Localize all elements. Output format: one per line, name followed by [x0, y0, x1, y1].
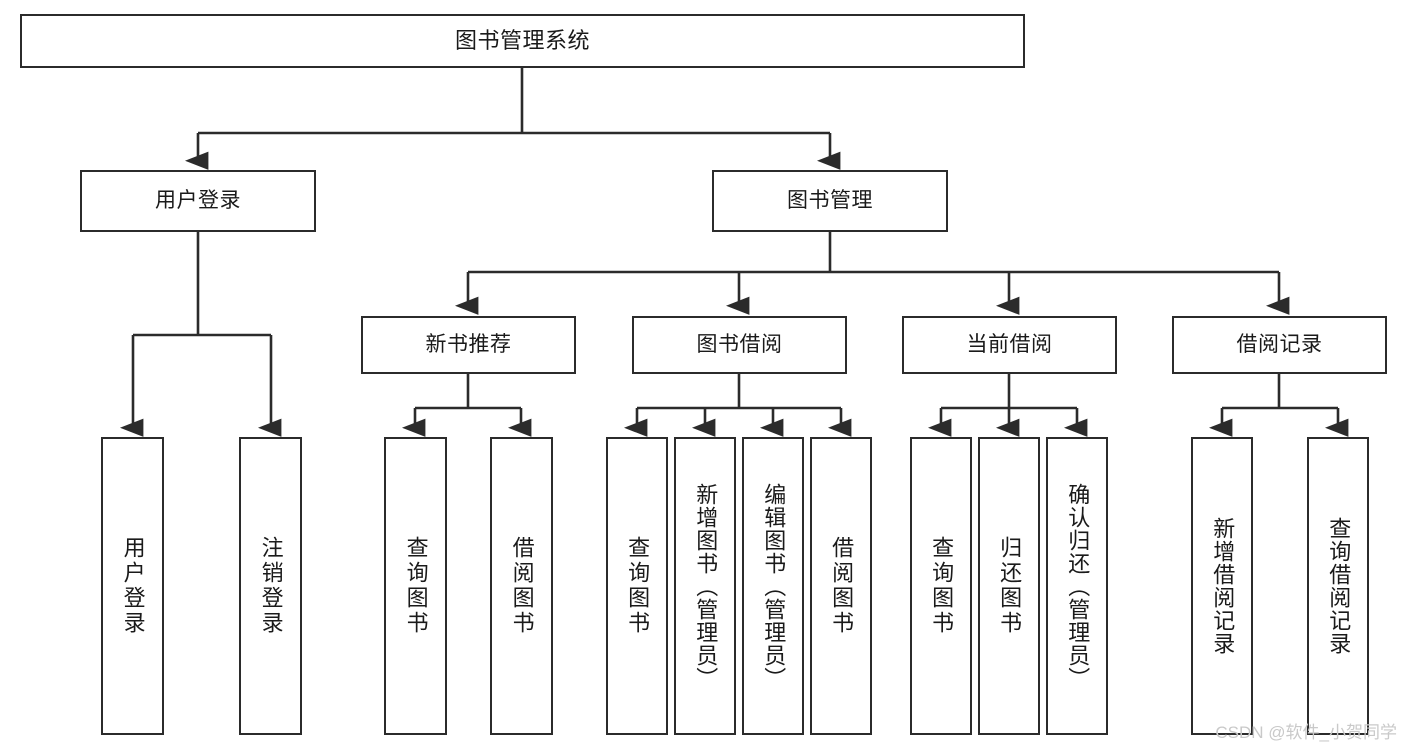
- leaf-cb-query-book-label: 查询图书: [929, 536, 955, 636]
- leaf-user-login[interactable]: 用户登录: [101, 437, 164, 735]
- node-user-login-label: 用户登录: [155, 189, 241, 213]
- node-root-label: 图书管理系统: [454, 27, 590, 53]
- leaf-bb-borrow-book[interactable]: 借阅图书: [810, 437, 872, 735]
- leaf-bb-add-book[interactable]: 新增图书（管理员）: [674, 437, 736, 735]
- leaf-bb-edit-book[interactable]: 编辑图书（管理员）: [742, 437, 804, 735]
- leaf-cb-confirm-return-label: 确认归还（管理员）: [1065, 482, 1091, 690]
- leaf-br-query-record-label: 查询借阅记录: [1326, 517, 1352, 655]
- node-book-management[interactable]: 图书管理: [712, 170, 948, 232]
- leaf-bb-query-book-label: 查询图书: [625, 536, 651, 636]
- node-book-borrow-label: 图书借阅: [696, 333, 783, 357]
- leaf-cb-query-book[interactable]: 查询图书: [910, 437, 972, 735]
- leaf-br-add-record-label: 新增借阅记录: [1210, 517, 1236, 655]
- node-new-book-recommend[interactable]: 新书推荐: [361, 316, 576, 374]
- leaf-bb-edit-book-label: 编辑图书（管理员）: [761, 482, 787, 690]
- leaf-bb-add-book-label: 新增图书（管理员）: [693, 482, 719, 690]
- leaf-user-login-label: 用户登录: [120, 536, 146, 636]
- node-borrow-record-label: 借阅记录: [1236, 333, 1323, 357]
- node-root[interactable]: 图书管理系统: [20, 14, 1025, 68]
- leaf-bb-query-book[interactable]: 查询图书: [606, 437, 668, 735]
- leaf-cb-return-book[interactable]: 归还图书: [978, 437, 1040, 735]
- leaf-cb-return-book-label: 归还图书: [997, 536, 1023, 636]
- leaf-nb-borrow-book-label: 借阅图书: [509, 536, 535, 636]
- node-book-borrow[interactable]: 图书借阅: [632, 316, 847, 374]
- leaf-cb-confirm-return[interactable]: 确认归还（管理员）: [1046, 437, 1108, 735]
- node-book-management-label: 图书管理: [787, 189, 873, 213]
- leaf-nb-query-book[interactable]: 查询图书: [384, 437, 447, 735]
- node-user-login[interactable]: 用户登录: [80, 170, 316, 232]
- leaf-br-add-record[interactable]: 新增借阅记录: [1191, 437, 1253, 735]
- leaf-logout-label: 注销登录: [258, 536, 284, 636]
- node-borrow-record[interactable]: 借阅记录: [1172, 316, 1387, 374]
- leaf-logout[interactable]: 注销登录: [239, 437, 302, 735]
- node-current-borrow[interactable]: 当前借阅: [902, 316, 1117, 374]
- leaf-bb-borrow-book-label: 借阅图书: [829, 536, 855, 636]
- node-current-borrow-label: 当前借阅: [966, 333, 1053, 357]
- leaf-nb-query-book-label: 查询图书: [403, 536, 429, 636]
- leaf-nb-borrow-book[interactable]: 借阅图书: [490, 437, 553, 735]
- node-new-book-recommend-label: 新书推荐: [425, 333, 512, 357]
- csdn-watermark: CSDN @软件_小贺同学: [1215, 723, 1397, 742]
- leaf-br-query-record[interactable]: 查询借阅记录: [1307, 437, 1369, 735]
